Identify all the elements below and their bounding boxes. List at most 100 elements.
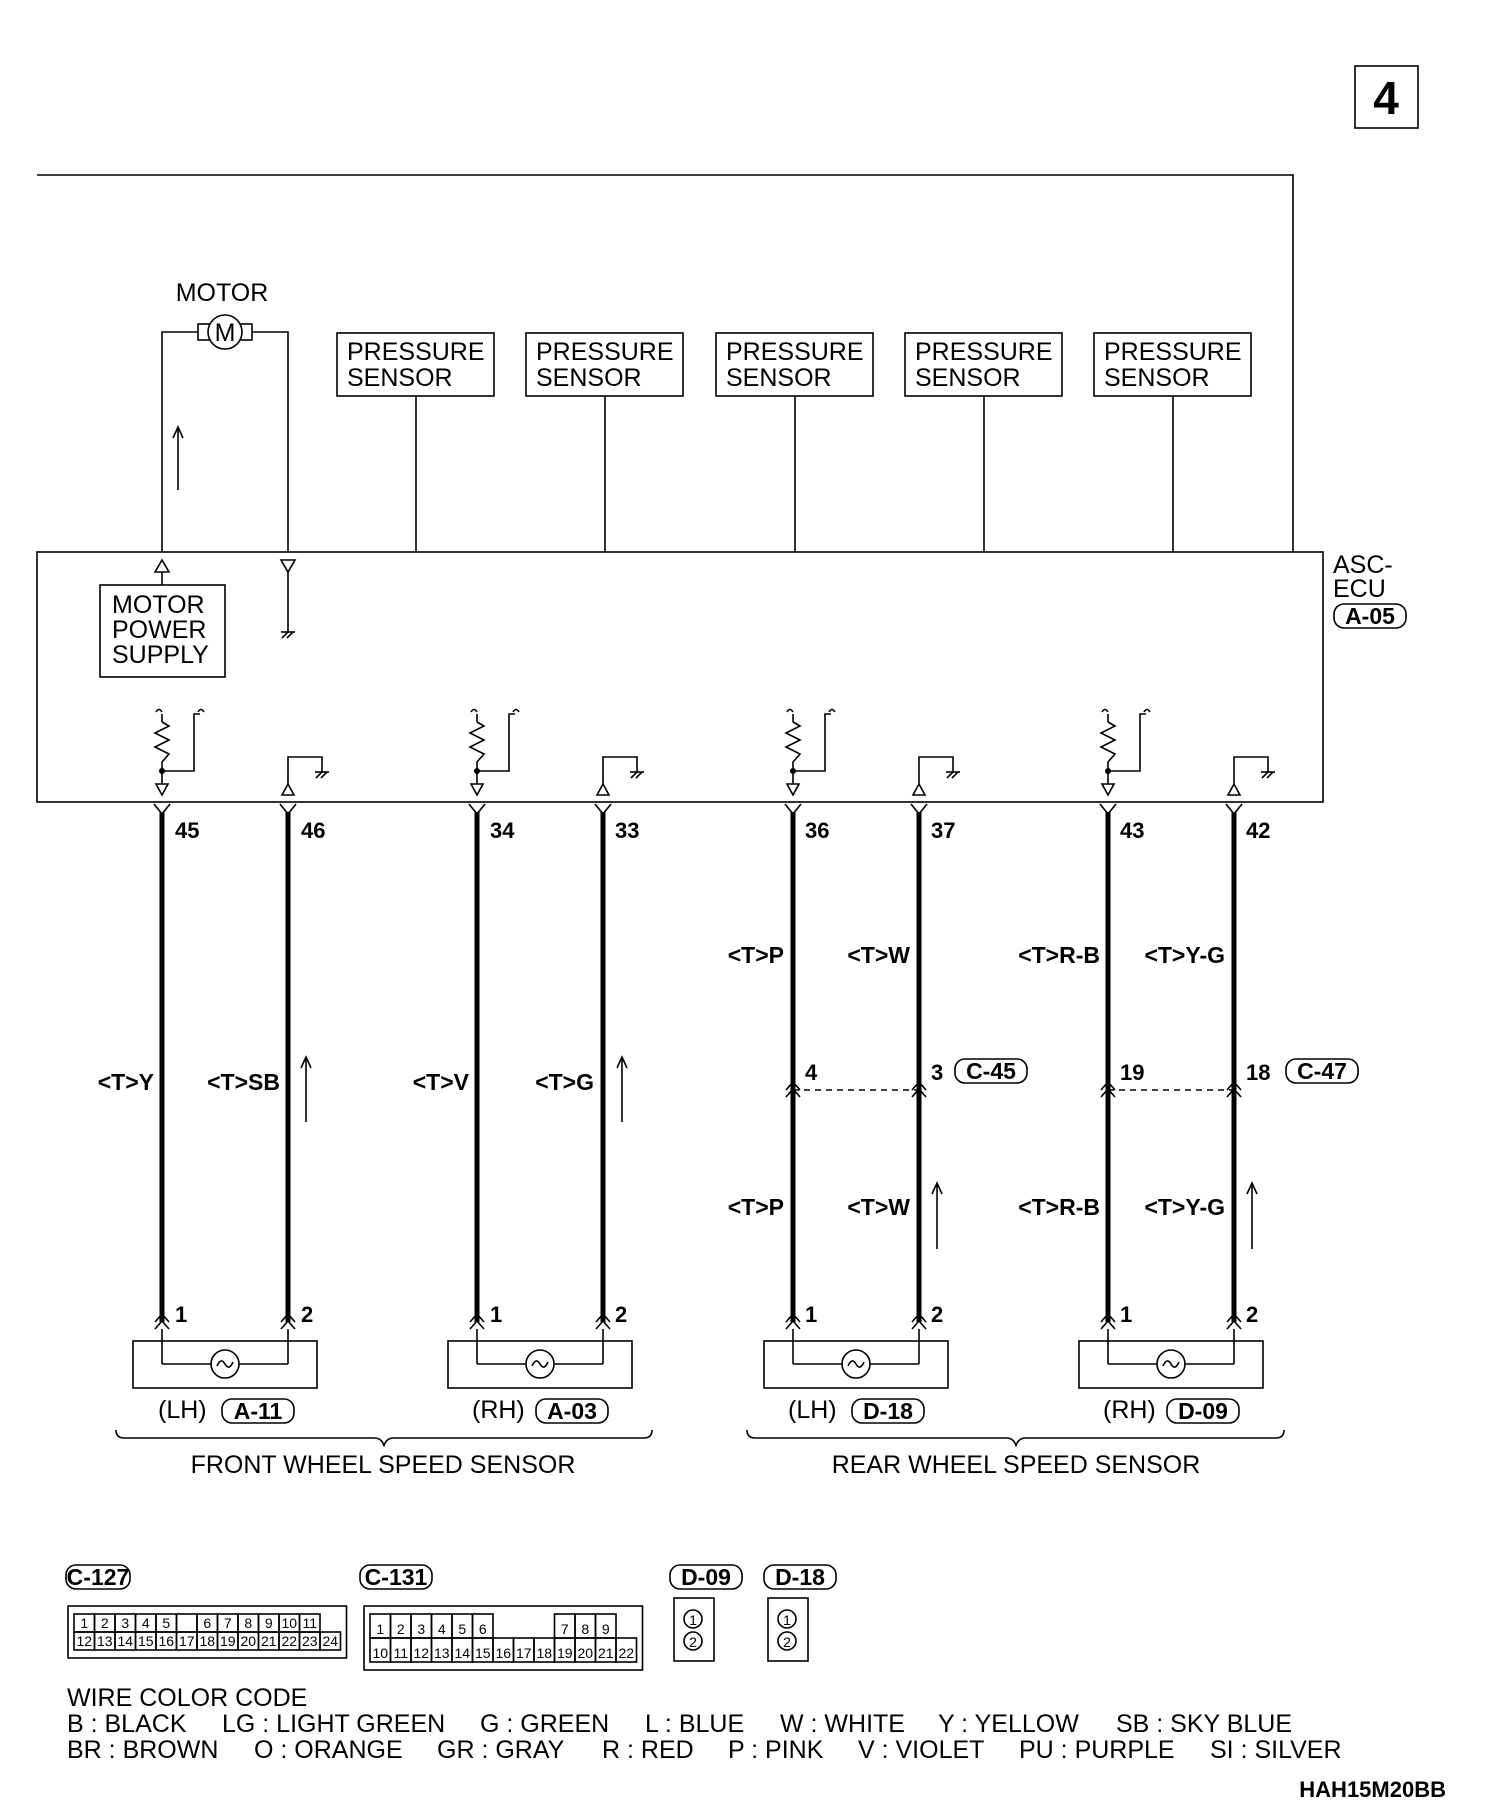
sensor-connector-pin	[785, 1319, 801, 1330]
wire-color-label: <T>Y-G	[1144, 942, 1225, 968]
current-arrowhead	[1246, 1181, 1258, 1195]
junction-pin: 19	[1120, 1060, 1144, 1085]
sensor-connector-pin	[469, 1312, 485, 1323]
harness-wires	[153, 803, 1258, 1330]
pressure-sensor-label-line2: SENSOR	[726, 364, 832, 392]
pressure-sensor-label-line1: PRESSURE	[1104, 338, 1242, 366]
page-number-box	[1354, 65, 1419, 129]
sensor-pin: 2	[931, 1302, 943, 1327]
wire-color-code-entry: R : RED	[602, 1736, 694, 1764]
junction-connector-pin	[911, 1087, 927, 1098]
connector-pin-number: 7	[224, 1615, 232, 1631]
upper-enclosure-line	[37, 174, 1294, 552]
connector-pin-number: 19	[220, 1633, 236, 1649]
wire-color-label: <T>Y	[98, 1069, 154, 1095]
sensor-connector-pin	[1226, 1312, 1242, 1323]
wire-color-code-title: WIRE COLOR CODE	[67, 1684, 307, 1712]
pressure-sensor-label-line1: PRESSURE	[726, 338, 864, 366]
motor-wire-right	[250, 331, 289, 552]
sensor-connector-pin	[785, 1312, 801, 1323]
connector-cavity	[319, 1631, 342, 1651]
pressure-sensor-label-line2: SENSOR	[1104, 364, 1210, 392]
wire-color-code-entry: O : ORANGE	[254, 1736, 403, 1764]
current-arrowhead	[931, 1181, 943, 1195]
wire-color-label: <T>R-B	[1018, 1194, 1100, 1220]
junction-connector-badge	[1285, 1058, 1359, 1084]
junction-connector-pin	[1226, 1080, 1242, 1091]
junction-pin: 3	[931, 1060, 943, 1085]
sensor-connector-label: D-09	[1178, 1398, 1228, 1424]
ecu-pin-label: 37	[931, 818, 955, 843]
ecu-connector-pin	[279, 803, 297, 816]
connector-pin-number: 10	[281, 1615, 297, 1631]
connector-pin-number: 17	[179, 1633, 195, 1649]
sensor-side: (RH)	[1103, 1396, 1156, 1424]
pressure-sensor-label-line2: SENSOR	[536, 364, 642, 392]
motor-symbol	[207, 314, 243, 350]
connector-pin-number: 19	[557, 1645, 573, 1661]
resistor-symbol	[784, 721, 802, 784]
connector-view-badge	[669, 1564, 743, 1590]
sensor-pin: 1	[175, 1302, 187, 1327]
junction-connector-pin	[1226, 1087, 1242, 1098]
shield-line	[1108, 713, 1146, 772]
wire-color-code-entry: V : VIOLET	[858, 1736, 984, 1764]
ecu-pin-label: 34	[490, 818, 515, 843]
wire-color-code-entry: G : GREEN	[480, 1710, 609, 1738]
sensor-connector-badge	[221, 1398, 295, 1424]
connector-view-label: D-18	[775, 1564, 825, 1590]
asc-ecu-box	[36, 551, 1324, 803]
wheel-speed-sensors	[132, 1329, 1264, 1389]
sensor-connector-pin	[154, 1312, 170, 1323]
connector-pin-number: 22	[281, 1633, 297, 1649]
junction-connector-label: C-45	[966, 1058, 1016, 1084]
sensor-pin: 2	[301, 1302, 313, 1327]
connector-pin-number: 16	[495, 1645, 511, 1661]
wire-color-label: <T>P	[728, 1194, 784, 1220]
rear-group-label: REAR WHEEL SPEED SENSOR	[832, 1451, 1201, 1479]
connector-pin-number: 22	[618, 1645, 634, 1661]
pressure-sensor-label-line1: PRESSURE	[536, 338, 674, 366]
pressure-sensor-box	[715, 332, 874, 397]
pressure-sensor-box	[904, 332, 1063, 397]
sensor-connector-pin	[1100, 1319, 1116, 1330]
junction-connector-label: C-47	[1297, 1058, 1347, 1084]
motor-power-terminal	[153, 558, 171, 573]
ecu-pin-label: 43	[1120, 818, 1144, 843]
wire-color-code-entry: BR : BROWN	[67, 1736, 218, 1764]
sine-icon	[531, 1360, 549, 1368]
wire-color-label: <T>G	[535, 1069, 594, 1095]
connector-pin-number: 11	[393, 1645, 408, 1661]
junction-connector-pin	[785, 1080, 801, 1091]
pressure-sensor-1: PRESSURE SENSOR	[336, 332, 495, 552]
connector-pin-number: 2	[397, 1621, 405, 1637]
ecu-pin-label: 33	[615, 818, 639, 843]
ecu-connector-pin	[594, 803, 612, 816]
connector-pin-number: 13	[97, 1633, 113, 1649]
motor-ground-terminal	[279, 559, 297, 574]
sensor-pin: 1	[1120, 1302, 1132, 1327]
pressure-sensor-4: PRESSURE SENSOR	[904, 332, 1063, 552]
resistor-symbol	[1099, 721, 1117, 784]
sensor-connector-pin	[595, 1312, 611, 1323]
pressure-sensor-5: PRESSURE SENSOR	[1093, 332, 1252, 552]
ground-hatch	[1261, 771, 1269, 779]
pressure-sensor-box	[1093, 332, 1252, 397]
ground-terminal	[280, 782, 296, 796]
connector-pin-number: 21	[261, 1633, 277, 1649]
pressure-sensor-3: PRESSURE SENSOR	[715, 332, 874, 552]
resistor-symbol	[468, 721, 486, 784]
motor-wire-left	[161, 331, 198, 552]
sensor-connector-badge	[851, 1398, 925, 1424]
junction-pin: 18	[1246, 1060, 1270, 1085]
wire-color-label: <T>P	[728, 942, 784, 968]
sensor-connector-pin	[280, 1319, 296, 1330]
connector-pin-number: 2	[101, 1615, 109, 1631]
pressure-sensor-label-line1: PRESSURE	[347, 338, 485, 366]
ecu-connector-pin	[153, 803, 171, 816]
sine-icon	[1162, 1360, 1180, 1368]
connector-view-badge	[359, 1564, 433, 1590]
connector-pin-number: 18	[199, 1633, 215, 1649]
